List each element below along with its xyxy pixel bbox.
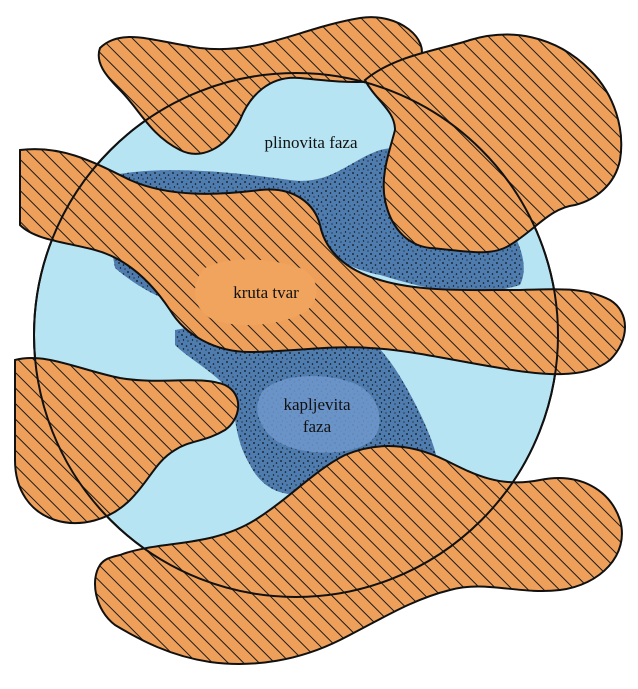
- gas-phase-label: plinovita faza: [265, 133, 358, 152]
- solid-particle-top-right: [365, 35, 621, 253]
- liquid-phase-label-line2: faza: [303, 417, 332, 436]
- liquid-phase-label-line1: kapljevita: [283, 395, 350, 414]
- solid-label: kruta tvar: [233, 283, 299, 302]
